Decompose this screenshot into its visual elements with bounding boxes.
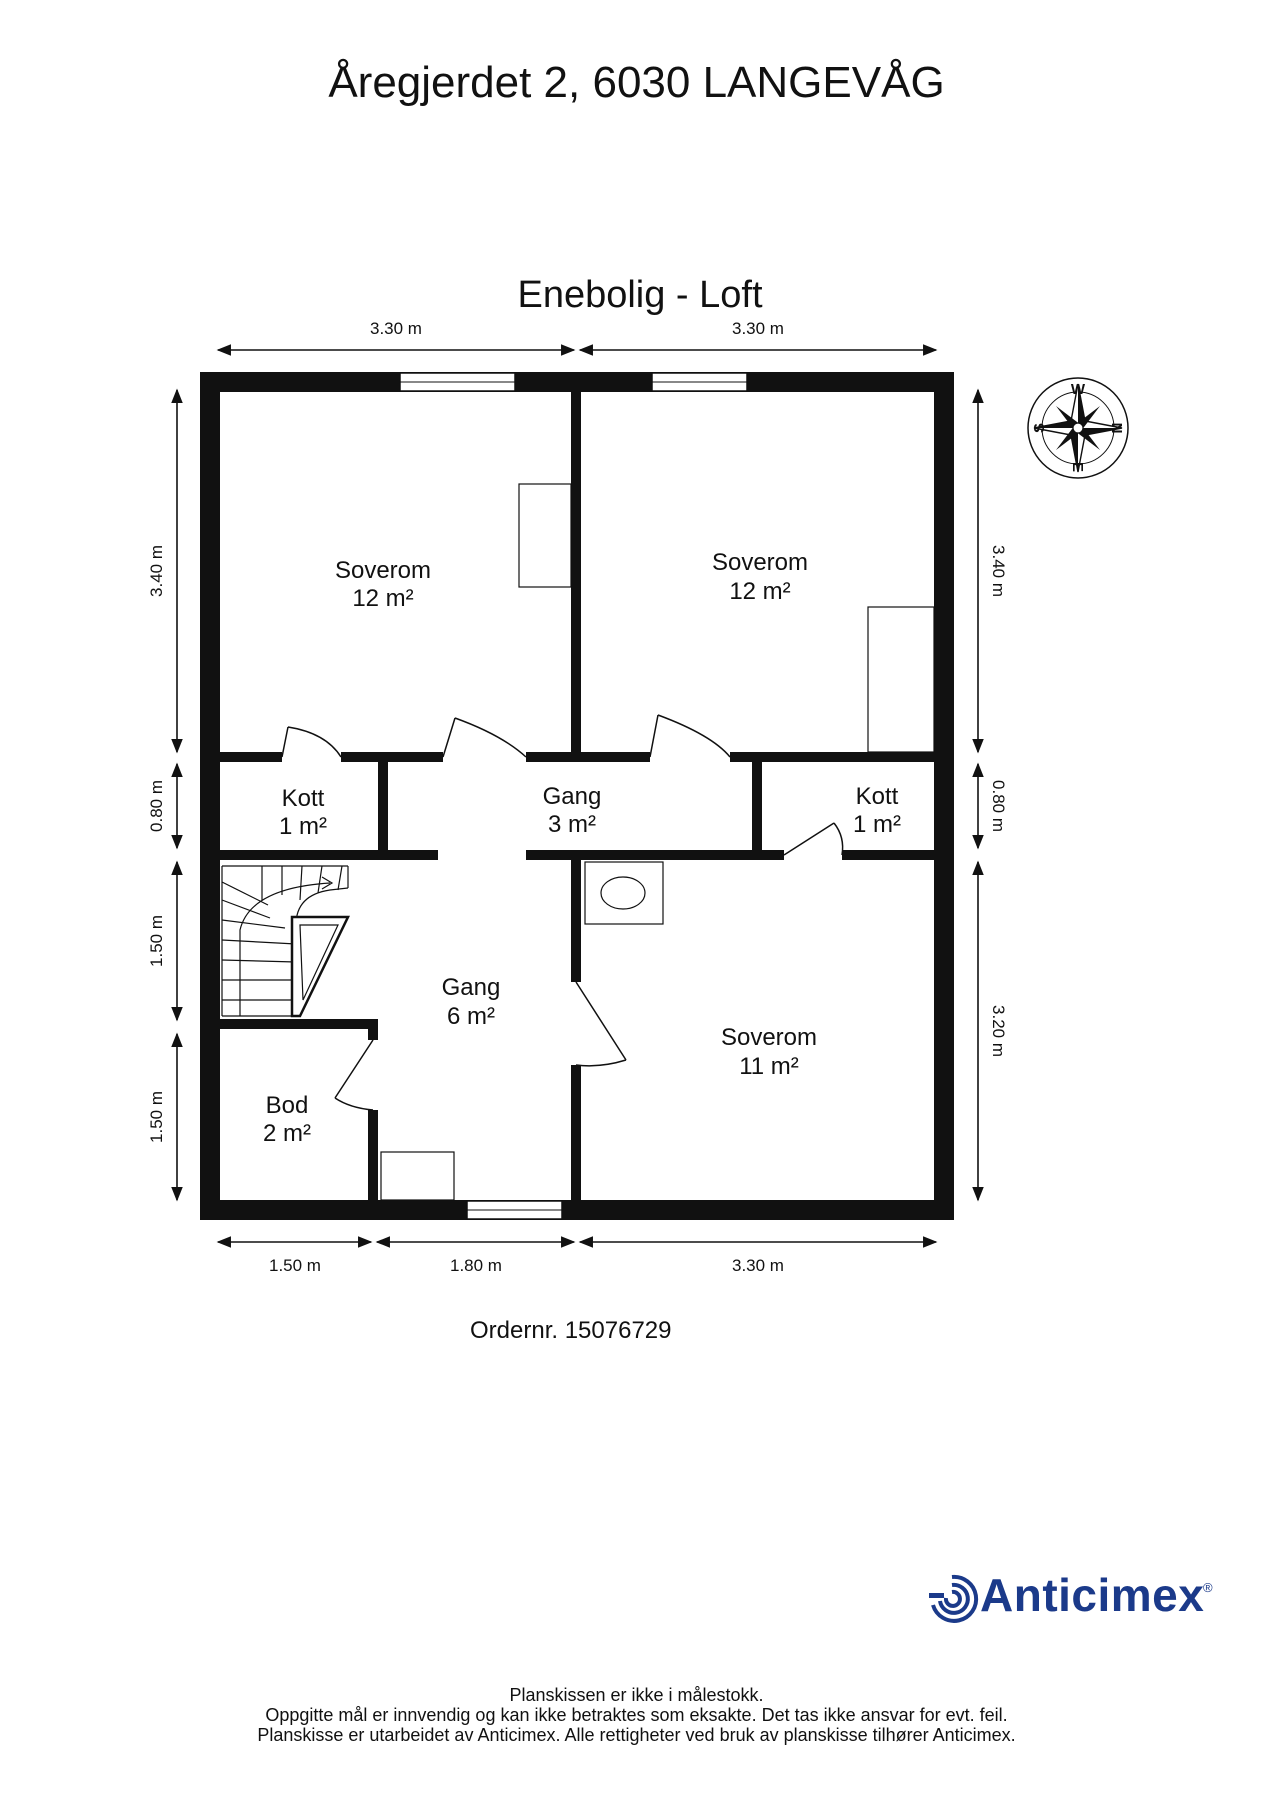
dim-right-label: 3.40 m xyxy=(989,545,1008,597)
room-name: Bod xyxy=(266,1092,309,1119)
room-labels: Soverom 12 m² Soverom 12 m² Kott 1 m² Ga… xyxy=(263,549,901,1147)
dim-right-label: 0.80 m xyxy=(989,780,1008,832)
room-area: 2 m² xyxy=(263,1120,311,1147)
compass-label-n: N xyxy=(1108,423,1125,434)
dim-top-label: 3.30 m xyxy=(370,319,422,338)
room-name: Kott xyxy=(856,783,899,810)
dim-left-label: 3.40 m xyxy=(147,545,166,597)
dim-bottom-label: 1.50 m xyxy=(269,1256,321,1275)
dim-right-label: 3.20 m xyxy=(989,1005,1008,1057)
room-name: Kott xyxy=(282,785,325,812)
room-area: 1 m² xyxy=(279,813,327,840)
compass-label-s: S xyxy=(1031,423,1048,433)
outer-walls xyxy=(200,372,954,1220)
doors xyxy=(281,714,844,1111)
room-name: Soverom xyxy=(335,557,431,584)
room-area: 12 m² xyxy=(729,578,790,605)
dim-left-label: 1.50 m xyxy=(147,1091,166,1143)
interior-walls xyxy=(218,390,936,1202)
registered-mark: ® xyxy=(1203,1580,1213,1595)
dim-top-label: 3.30 m xyxy=(732,319,784,338)
dim-left-label: 0.80 m xyxy=(147,780,166,832)
staircase xyxy=(221,865,350,1018)
compass-label-e: E xyxy=(1069,462,1086,472)
room-area: 6 m² xyxy=(447,1003,495,1030)
anticimex-logo-icon xyxy=(929,1574,979,1623)
room-area: 1 m² xyxy=(853,811,901,838)
order-number: Ordernr. 15076729 xyxy=(470,1317,672,1344)
dim-bottom-label: 3.30 m xyxy=(732,1256,784,1275)
dim-left-label: 1.50 m xyxy=(147,915,166,967)
dimension-labels: 3.30 m 3.30 m 1.50 m 1.80 m 3.30 m 3.40 … xyxy=(147,319,1008,1275)
dimension-lines xyxy=(171,344,984,1248)
fixtures xyxy=(380,483,935,1201)
compass-rose-icon: W N E S xyxy=(1027,377,1129,479)
room-name: Gang xyxy=(543,783,602,810)
plan-subtitle: Enebolig - Loft xyxy=(517,274,762,316)
address-title: Åregjerdet 2, 6030 LANGEVÅG xyxy=(328,58,945,107)
footer-line: Planskisse er utarbeidet av Anticimex. A… xyxy=(257,1725,1016,1745)
room-area: 3 m² xyxy=(548,811,596,838)
room-area: 12 m² xyxy=(352,585,413,612)
anticimex-logo-text: Anticimex xyxy=(980,1569,1205,1621)
dim-bottom-label: 1.80 m xyxy=(450,1256,502,1275)
room-area: 11 m² xyxy=(739,1053,799,1080)
compass-label-w: W xyxy=(1071,381,1086,398)
room-name: Soverom xyxy=(712,549,808,576)
room-name: Soverom xyxy=(721,1024,817,1051)
room-name: Gang xyxy=(442,974,501,1001)
footer-line: Oppgitte mål er innvendig og kan ikke be… xyxy=(265,1705,1008,1725)
windows xyxy=(399,372,748,1220)
footer-line: Planskissen er ikke i målestokk. xyxy=(509,1685,764,1705)
